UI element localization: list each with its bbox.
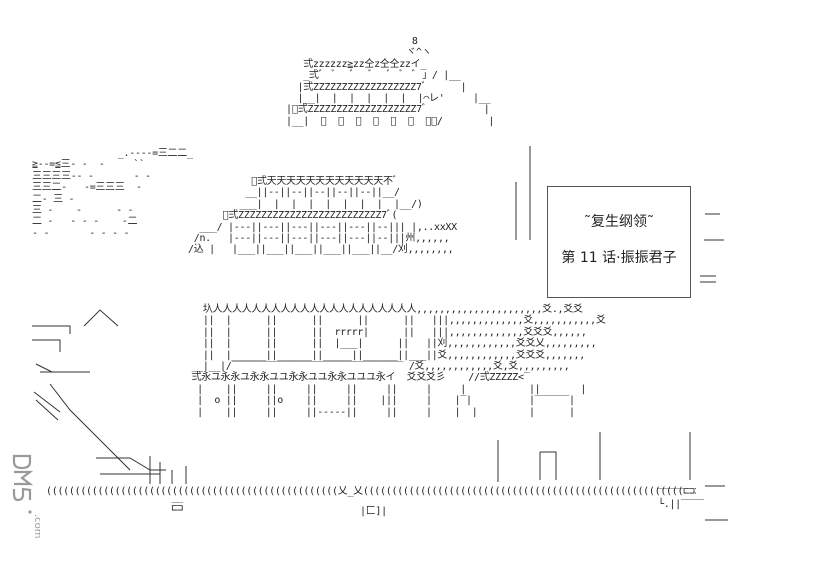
chapter-title-box: ˜复生纲领˜ 第 11 话·振振君子 xyxy=(547,186,691,298)
chapter-title: 第 11 话·振振君子 xyxy=(561,250,677,266)
series-title: ˜复生纲领˜ xyxy=(584,214,654,230)
dm5-watermark-logo: .com xyxy=(12,454,40,539)
ascii-roof-peak: 8 ヾ^ヽ 弍zzzzzz≧zz仝z仝仝zzイ_ xyxy=(286,36,495,127)
ascii-lower-hall: 圦人人人人人人人人人人人人人人人人人人人人人,,,,,,,,,,,,,,,,,,… xyxy=(191,304,606,418)
watermark-domain-text: .com xyxy=(32,514,40,539)
ascii-base-right: ‾‾‾‾‾ └.||‾‾‾‾ xyxy=(658,488,704,511)
ascii-ground-rail: ((((((((((((((((((((((((((((((((((((((((… xyxy=(46,486,696,497)
ascii-left-hills: _.--‐-=三二二_ ≧-‐=≦三‐ - - `` 三三三三-‐ - - - … xyxy=(32,148,193,239)
ascii-base-left: __ ⊏⊐ xyxy=(171,492,183,515)
ascii-base-center: |匚]| xyxy=(360,506,387,517)
ascii-middle-tier: ﾞ弍天天天天天天天天天天天天不ﾞ __||‐‐||‐‐||‐‐||‐‐||‐‐|… xyxy=(188,176,457,256)
